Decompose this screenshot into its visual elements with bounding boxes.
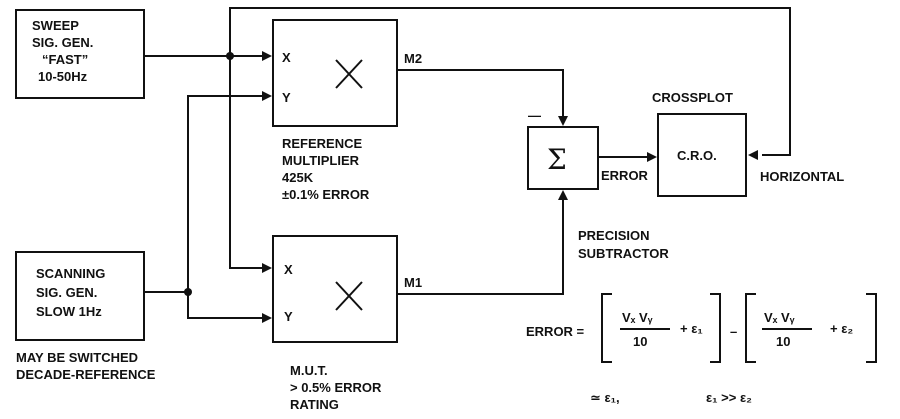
- term2-numerator: Vₓ Vᵧ: [764, 310, 795, 325]
- approximation: ≃ ε₁,: [590, 390, 620, 405]
- sweep-label-3: “FAST”: [42, 52, 88, 67]
- note-line: DECADE-REFERENCE: [16, 367, 156, 382]
- caption-line: > 0.5% ERROR: [290, 380, 382, 395]
- caption-line: SUBTRACTOR: [578, 246, 669, 261]
- subtractor-block: Σ: [527, 126, 599, 190]
- junction-dots: [184, 52, 234, 296]
- multiply-icon: [335, 281, 363, 311]
- term1-denominator: 10: [633, 334, 647, 349]
- sigma-symbol: Σ: [547, 143, 567, 176]
- sweep-label-4: 10-50Hz: [38, 69, 88, 84]
- caption-line: MULTIPLIER: [282, 153, 360, 168]
- mut-x-input-label: X: [284, 262, 293, 277]
- caption-line: M.U.T.: [290, 363, 328, 378]
- term1-numerator: Vₓ Vᵧ: [622, 310, 653, 325]
- sweep-generator-block: SWEEP SIG. GEN. “FAST” 10-50Hz: [15, 9, 145, 99]
- sweep-label-1: SWEEP: [32, 18, 79, 33]
- subtractor-caption: PRECISION SUBTRACTOR: [578, 228, 669, 261]
- note-line: MAY BE SWITCHED: [16, 350, 138, 365]
- scanning-label-2: SIG. GEN.: [36, 285, 97, 300]
- reference-x-input-label: X: [282, 50, 291, 65]
- m2-output-label: M2: [404, 51, 422, 66]
- horizontal-label: HORIZONTAL: [760, 169, 844, 184]
- scanning-label-3: SLOW 1Hz: [36, 304, 102, 319]
- cro-block: C.R.O.: [657, 113, 747, 197]
- mut-caption: M.U.T. > 0.5% ERROR RATING: [290, 363, 382, 412]
- error-equation: ERROR = Vₓ Vᵧ 10 + ε₁ – Vₓ Vᵧ 10 + ε₂ ≃ …: [526, 293, 877, 405]
- right-bracket: [710, 293, 721, 363]
- error-condition: ε₁ >> ε₂: [706, 390, 752, 405]
- arrowheads: [262, 51, 758, 323]
- minus-sign: —: [528, 108, 541, 123]
- mut-multiplier-block: X Y: [272, 235, 398, 343]
- minus-operator: –: [730, 324, 737, 339]
- caption-line: REFERENCE: [282, 136, 363, 151]
- switch-note: MAY BE SWITCHED DECADE-REFERENCE: [16, 350, 156, 382]
- term2-denominator: 10: [776, 334, 790, 349]
- reference-multiplier-caption: REFERENCE MULTIPLIER 425K ±0.1% ERROR: [282, 136, 370, 202]
- signal-wires: [144, 7, 791, 319]
- crossplot-title: CROSSPLOT: [652, 90, 733, 105]
- m1-output-label: M1: [404, 275, 422, 290]
- caption-line: 425K: [282, 170, 314, 185]
- reference-multiplier-block: X Y: [272, 19, 398, 127]
- caption-line: PRECISION: [578, 228, 650, 243]
- left-bracket: [601, 293, 612, 363]
- error-signal-label: ERROR: [601, 168, 649, 183]
- caption-line: ±0.1% ERROR: [282, 187, 370, 202]
- equation-lhs: ERROR =: [526, 324, 585, 339]
- scanning-label-1: SCANNING: [36, 266, 105, 281]
- epsilon-2: + ε₂: [830, 321, 853, 336]
- sweep-label-2: SIG. GEN.: [32, 35, 93, 50]
- mut-y-input-label: Y: [284, 309, 293, 324]
- scanning-generator-block: SCANNING SIG. GEN. SLOW 1Hz: [15, 251, 145, 341]
- reference-y-input-label: Y: [282, 90, 291, 105]
- multiply-icon: [335, 59, 363, 89]
- caption-line: RATING: [290, 397, 339, 412]
- left-bracket: [745, 293, 756, 363]
- right-bracket: [866, 293, 877, 363]
- epsilon-1: + ε₁: [680, 321, 703, 336]
- cro-label: C.R.O.: [677, 148, 717, 163]
